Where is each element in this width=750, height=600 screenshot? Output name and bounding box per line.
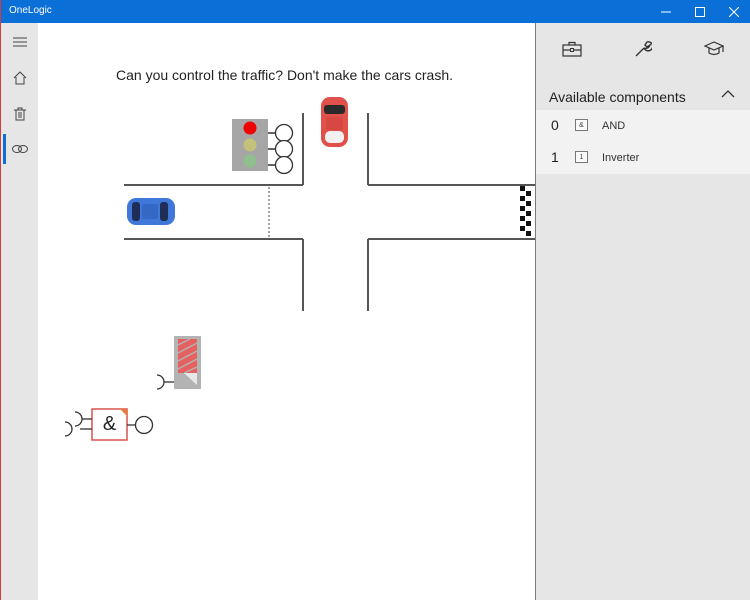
menu-icon [12,37,27,47]
component-count: 1 [551,149,559,165]
toolbox-icon [562,41,582,57]
left-nav [1,23,38,600]
inverter-gate-icon: 1 [575,151,588,163]
and-gate-icon: & [575,119,588,131]
toolbox-button[interactable] [557,37,587,61]
trash-icon [13,107,26,121]
component-count: 0 [551,117,559,133]
close-icon[interactable] [717,0,750,23]
red-car-icon [321,97,348,147]
and-gate[interactable] [91,408,128,441]
scene [64,97,535,441]
link-icon [11,145,28,153]
and-input-port-1[interactable] [74,411,83,427]
component-item-inverter[interactable]: 1 1 Inverter [536,142,750,174]
intersection-roads [124,113,535,311]
title-bar: OneLogic [1,0,750,23]
delete-button[interactable] [1,96,38,132]
component-name: Inverter [602,152,640,164]
home-button[interactable] [1,60,38,96]
components-panel: Available components 0 & AND 1 1 Inverte… [535,23,750,600]
sensor[interactable] [174,336,201,389]
menu-button[interactable] [1,24,38,60]
components-header-label: Available components [549,89,686,105]
sensor-output-port[interactable] [156,374,165,390]
wrench-button[interactable] [628,37,658,61]
learn-button[interactable] [699,37,729,61]
traffic-light-input-green[interactable] [274,155,294,175]
chevron-up-icon[interactable] [721,89,735,99]
wrench-icon [635,41,652,57]
and-output-port[interactable] [134,415,154,435]
components-header[interactable]: Available components [536,85,750,109]
graduation-cap-icon [704,41,724,56]
traffic-light-input-red[interactable] [274,123,294,143]
component-name: AND [602,120,626,132]
connect-button[interactable] [1,131,38,167]
circuit-canvas[interactable]: Can you control the traffic? Don't make … [38,23,535,600]
home-icon [13,71,26,85]
app-title: OneLogic [9,5,52,16]
traffic-light-input-yellow[interactable] [274,139,294,159]
finish-line-icon [520,186,531,238]
minimize-icon[interactable] [649,0,683,23]
blue-car-icon [127,198,175,225]
level-prompt: Can you control the traffic? Don't make … [116,67,454,83]
maximize-icon[interactable] [683,0,717,23]
traffic-light [232,119,276,171]
components-list: 0 & AND 1 1 Inverter [536,110,750,174]
and-input-port-2[interactable] [64,421,73,437]
component-item-and[interactable]: 0 & AND [536,110,750,142]
